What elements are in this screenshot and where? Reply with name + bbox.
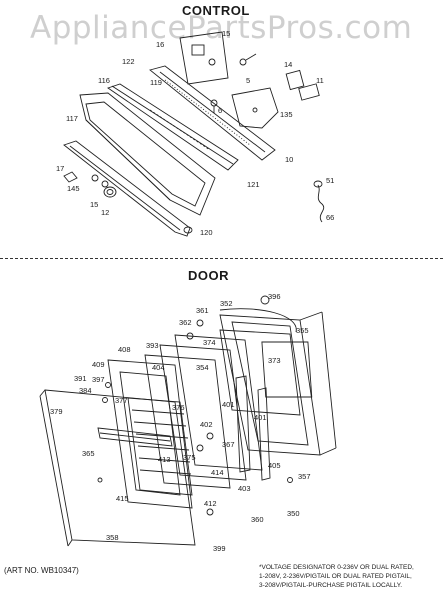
part-label: 355 (296, 326, 309, 335)
part-label: 121 (247, 180, 260, 189)
part-label: 66 (326, 213, 335, 222)
part-label: 397 (92, 375, 105, 384)
part-label: 377 (115, 396, 128, 405)
part-label: 384 (79, 386, 92, 395)
part-label: 6 (218, 106, 223, 115)
part-label: 361 (196, 306, 209, 315)
part-label: 120 (200, 228, 213, 237)
art-number: (ART NO. WB10347) (4, 566, 79, 575)
part-label: 379 (50, 407, 63, 416)
section-divider (0, 258, 443, 259)
part-label: 373 (268, 356, 281, 365)
part-label: 10 (285, 155, 294, 164)
voltage-note-line: *VOLTAGE DESIGNATOR 0-236V OR DUAL RATED… (259, 564, 414, 571)
part-label: 365 (82, 449, 95, 458)
voltage-note-line: 3-208V/PIGTAIL-PURCHASE PIGTAIL LOCALLY. (259, 582, 403, 589)
part-label: 358 (106, 533, 119, 542)
part-label: 350 (287, 509, 300, 518)
part-label: 51 (326, 176, 335, 185)
part-label: 408 (118, 345, 131, 354)
part-label: 391 (74, 374, 87, 383)
part-label: 412 (204, 499, 217, 508)
control-panel-assembly (63, 31, 325, 237)
part-label: 367 (222, 440, 235, 449)
watermark-text: AppliancePartsPros.com (30, 10, 413, 46)
door-assembly (39, 295, 337, 547)
part-label: 117 (66, 114, 78, 123)
voltage-note-line: 1-208V, 2-236V/PIGTAIL OR DUAL RATED PIG… (259, 573, 412, 580)
part-label: 17 (56, 164, 65, 173)
part-label: 360 (251, 515, 264, 524)
part-label: 145 (67, 184, 80, 193)
part-label: 135 (280, 110, 293, 119)
part-label: 119 (150, 78, 162, 87)
part-label: 357 (298, 472, 311, 481)
part-label: 116 (98, 76, 110, 85)
control-section-title: CONTROL (182, 3, 250, 18)
part-label: 399 (213, 544, 226, 553)
part-label: 354 (196, 363, 209, 372)
part-label: 415 (116, 494, 129, 503)
part-label: 15 (222, 29, 231, 38)
part-label: 409 (92, 360, 105, 369)
part-label: 374 (203, 338, 216, 347)
part-label: 376 (172, 403, 185, 412)
part-label: 414 (211, 468, 224, 477)
part-label: 403 (238, 484, 251, 493)
part-label: 393 (146, 341, 159, 350)
part-label: 405 (268, 461, 281, 470)
part-label: 396 (268, 292, 281, 301)
part-label: 15 (90, 200, 99, 209)
door-section-title: DOOR (188, 268, 229, 283)
voltage-note: *VOLTAGE DESIGNATOR 0-236V OR DUAL RATED… (259, 563, 439, 590)
part-label: 375 (183, 453, 196, 462)
part-label: 401 (222, 400, 235, 409)
part-label: 14 (284, 60, 293, 69)
part-label: 404 (152, 363, 165, 372)
part-label: 5 (246, 76, 251, 85)
part-label: 11 (316, 76, 324, 85)
part-label: 352 (220, 299, 233, 308)
part-label: 402 (200, 420, 213, 429)
part-label: 122 (122, 57, 135, 66)
part-label: 362 (179, 318, 192, 327)
part-label: 12 (101, 208, 110, 217)
part-label: 16 (156, 40, 165, 49)
part-label: 413 (158, 455, 171, 464)
part-label: 401 (254, 413, 267, 422)
